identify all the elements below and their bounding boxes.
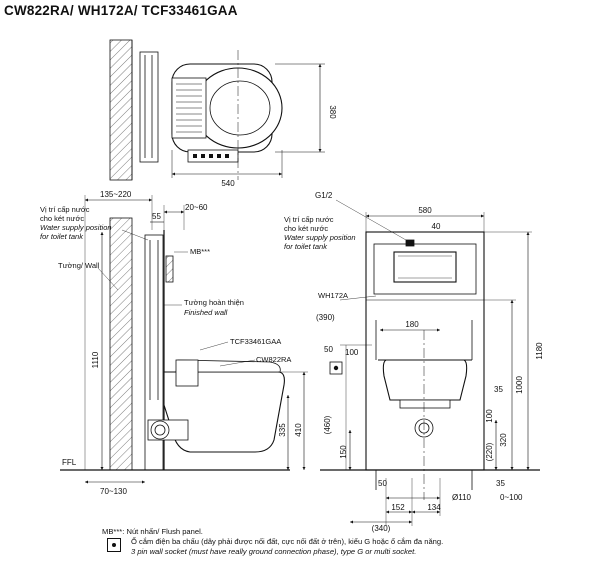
dim-220: (220) [485, 442, 494, 461]
socket-icon [107, 538, 121, 552]
tank-model-label: TCF33461GAA [230, 337, 281, 346]
front-toilet-bowl [382, 359, 468, 401]
water-supply-en2-left: for toilet tank [40, 232, 84, 241]
dim-55: 55 [152, 212, 161, 221]
dim-340: (340) [372, 524, 391, 533]
dim-100-b: 100 [485, 409, 494, 423]
top-wall-hatch [109, 39, 133, 181]
drawing-title: CW822RA/ WH172A/ TCF33461GAA [4, 3, 238, 18]
dim-134: 134 [427, 503, 441, 512]
water-supply-vi-right: Vị trí cấp nước [284, 215, 334, 224]
dim-70-130: 70~130 [100, 487, 127, 496]
dim-410: 410 [294, 423, 303, 437]
dim-35-a: 35 [494, 385, 503, 394]
note-mb: MB***: Nút nhấn/ Flush panel. [102, 527, 203, 536]
top-seat-inner [209, 80, 271, 136]
dim-1110: 1110 [91, 351, 100, 368]
water-supply-vi2-left: cho két nước [40, 214, 84, 223]
dim-50-b: 50 [378, 479, 387, 488]
finished-wall-en: Finished wall [184, 308, 228, 317]
side-view [60, 195, 308, 484]
ffl-label: FFL [62, 458, 77, 467]
top-tank-frame [139, 51, 159, 163]
dim-1000: 1000 [515, 376, 524, 394]
frame-model-label: WH172A [318, 291, 348, 300]
dim-110: Ø110 [452, 493, 472, 502]
dim-top-380: 380 [328, 105, 337, 119]
dim-1180: 1180 [535, 342, 544, 360]
side-wall-hatch [109, 217, 133, 471]
water-valve [405, 239, 415, 247]
side-seat-unit [175, 359, 199, 387]
water-supply-vi-left: Vị trí cấp nước [40, 205, 90, 214]
mb-label: MB*** [190, 247, 210, 256]
dim-100: 100 [345, 348, 359, 357]
top-view [109, 39, 325, 181]
note-socket-en: 3 pin wall socket (must have really grou… [131, 547, 417, 556]
finished-wall-vi: Tường hoàn thiện [184, 298, 244, 307]
dim-0-100: 0~100 [500, 493, 523, 502]
front-view [320, 199, 540, 526]
g12-label: G1/2 [315, 191, 333, 200]
side-toilet-bowl [163, 371, 285, 453]
dim-580: 580 [418, 206, 432, 215]
dim-40: 40 [432, 222, 441, 231]
dim-20-60: 20~60 [185, 203, 208, 212]
dim-35-b: 35 [496, 479, 505, 488]
dim-320: 320 [499, 433, 508, 447]
water-supply-en-right: Water supply position [284, 233, 356, 242]
dim-152: 152 [391, 503, 405, 512]
dim-460: (460) [323, 415, 332, 434]
dim-top-540: 540 [221, 179, 235, 188]
note-mb-text: MB***: Nút nhấn/ Flush panel. [102, 527, 203, 536]
front-flush-opening [393, 251, 457, 283]
water-supply-en-left: Water supply position [40, 223, 112, 232]
seat-model-label: CW822RA [256, 355, 291, 364]
note-socket-vi: Ổ cắm điện ba chấu (dây phải được nối đấ… [131, 537, 444, 546]
dim-50: 50 [324, 345, 333, 354]
wall-label: Tường/ Wall [58, 261, 100, 270]
dim-135-220: 135~220 [100, 190, 132, 199]
flush-panel-mb [165, 255, 174, 283]
dim-390: (390) [316, 313, 335, 322]
water-supply-vi2-right: cho két nước [284, 224, 328, 233]
dim-180: 180 [405, 320, 419, 329]
water-supply-en2-right: for toilet tank [284, 242, 328, 251]
dim-150: 150 [339, 445, 348, 459]
dim-335: 335 [278, 423, 287, 437]
